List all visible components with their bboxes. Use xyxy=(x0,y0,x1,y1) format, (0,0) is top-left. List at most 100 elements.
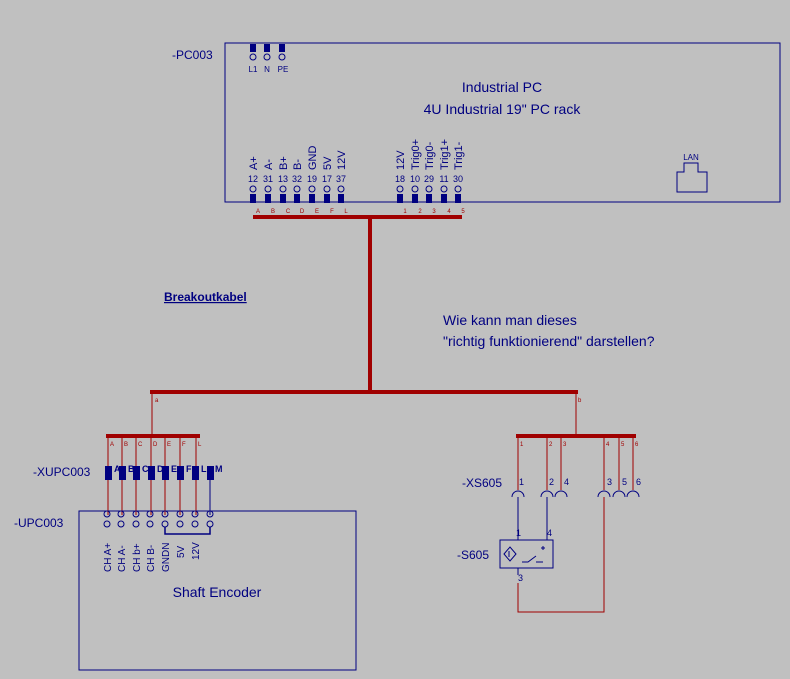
pin-b-plus: B+ 13 C xyxy=(278,156,291,215)
xupc-bus-letter: C xyxy=(138,442,143,448)
sensor-body xyxy=(499,539,554,569)
xs-pin-label: 5 xyxy=(622,477,627,487)
pc-trigger-pins: 12V 18 1 Trig0+ 10 2 Trig0- 29 3 xyxy=(395,139,465,215)
pc-frame xyxy=(224,42,781,203)
xupc-tag: -XUPC003 xyxy=(33,465,91,479)
pin-terminal xyxy=(308,185,316,193)
pin-number: 29 xyxy=(424,174,434,184)
pin-number: 32 xyxy=(292,174,302,184)
pin-letter: L xyxy=(344,209,348,215)
pin-a-plus: A+ 12 A xyxy=(248,156,260,215)
xupc-bus-letter: D xyxy=(153,442,158,448)
pin-terminal xyxy=(454,185,462,193)
xupc-pin-blocks xyxy=(105,466,214,480)
sensor-tag: -S605 xyxy=(457,548,489,562)
sensor-s605: -S605 1 4 3 xyxy=(457,497,605,613)
sensor-pin-4: 4 xyxy=(547,528,552,538)
pin-pe-label: PE xyxy=(278,65,289,74)
pin-n-label: N xyxy=(264,65,270,74)
pc-subtitle: 4U Industrial 19" PC rack xyxy=(424,101,582,117)
xs-bus-letter: 5 xyxy=(621,442,625,448)
xs-pin-label: 2 xyxy=(549,477,554,487)
encoder-pin-label: CH B- xyxy=(146,545,157,572)
pin-block xyxy=(412,194,418,203)
sensor-pin-3: 3 xyxy=(518,573,523,583)
pin-terminal xyxy=(323,185,331,193)
xs-bus-letter: 1 xyxy=(520,442,524,448)
encoder-pin-label: 12V xyxy=(191,542,202,560)
pin-name: Trig0+ xyxy=(410,139,422,170)
pin-name: A- xyxy=(263,159,275,170)
xs-bus-letter: 2 xyxy=(549,442,553,448)
pin-number: 19 xyxy=(307,174,317,184)
pin-letter: 3 xyxy=(432,209,436,215)
pin-terminal xyxy=(411,185,419,193)
xupc-pin-label: A xyxy=(114,464,121,474)
xs-bus-letter: 6 xyxy=(635,442,639,448)
branch-right-label: b xyxy=(578,398,582,404)
pin-block xyxy=(294,194,300,203)
pin-terminal xyxy=(249,185,257,193)
xupc-bus-letter: F xyxy=(182,442,186,448)
pin-name: Trig1+ xyxy=(439,139,451,170)
pin-number: 11 xyxy=(439,174,448,184)
branch-left-label: a xyxy=(155,398,159,404)
encoder-pin-labels: CH A+ CH A- CH b+ CH B- GNDN 5V 12V xyxy=(103,542,202,572)
cable-label[interactable]: Breakoutkabel xyxy=(164,290,247,304)
lan-label: LAN xyxy=(683,153,699,162)
xs-pin-label: 4 xyxy=(564,477,569,487)
question-line-2: "richtig funktionierend" darstellen? xyxy=(443,333,655,349)
xupc-bus-letter: B xyxy=(124,442,128,448)
pin-terminal xyxy=(293,185,301,193)
xupc-bus-letter: A xyxy=(110,442,114,448)
xs-wires xyxy=(517,436,634,490)
pin-letter: F xyxy=(330,209,334,215)
pin-trig0-minus: Trig0- 29 3 xyxy=(424,141,436,215)
pin-block xyxy=(338,194,344,203)
pin-terminal xyxy=(440,185,448,193)
xupc-pin-label: B xyxy=(128,464,135,474)
xs-pin-label: 3 xyxy=(607,477,612,487)
pin-block xyxy=(397,194,403,203)
sensor-return-wire xyxy=(517,497,605,613)
connector-xupc003: A B C D E F L -XUPC003 A B C D E F L M xyxy=(33,434,223,515)
pc-title: Industrial PC xyxy=(462,79,542,95)
pin-terminal xyxy=(425,185,433,193)
encoder-pin-label: CH b+ xyxy=(132,543,143,572)
xupc-bus-letter: L xyxy=(198,442,202,448)
encoder-tag: -UPC003 xyxy=(14,516,64,530)
question-line-1: Wie kann man dieses xyxy=(443,312,577,328)
xs-socket-arcs xyxy=(511,490,640,498)
pin-number: 17 xyxy=(322,174,332,184)
pin-name: A+ xyxy=(248,156,260,170)
xupc-pin-label: E xyxy=(171,464,177,474)
pin-block xyxy=(265,194,271,203)
pin-letter: D xyxy=(300,209,305,215)
pin-number: 37 xyxy=(336,174,346,184)
pc-tag: -PC003 xyxy=(172,48,213,62)
industrial-pc: -PC003 Industrial PC 4U Industrial 19" P… xyxy=(172,42,781,215)
connector-xs605: 1 2 3 4 5 6 -XS605 1 2 4 3 5 6 xyxy=(462,434,641,498)
pin-block xyxy=(426,194,432,203)
pin-trig1-plus: Trig1+ 11 4 xyxy=(439,139,451,215)
pin-l1-block xyxy=(250,44,256,52)
pin-letter: 5 xyxy=(461,209,465,215)
encoder-pin-label: CH A+ xyxy=(103,543,114,572)
pin-letter: A xyxy=(256,209,260,215)
pc-power-pins: L1 N PE xyxy=(249,44,289,74)
lan-port: LAN xyxy=(676,153,708,193)
lan-icon xyxy=(676,162,708,193)
pin-letter: C xyxy=(286,209,291,215)
xs-pin-label: 1 xyxy=(519,477,524,487)
pin-letter: 2 xyxy=(418,209,422,215)
xupc-pin-label: C xyxy=(142,464,149,474)
pin-name: 12V xyxy=(395,150,407,170)
xs-pin-labels: 1 2 4 3 5 6 xyxy=(519,477,641,487)
encoder-pin-label: 5V xyxy=(176,545,187,558)
xs-bus-letter: 4 xyxy=(606,442,610,448)
pin-pe-block xyxy=(279,44,285,52)
encoder-frame xyxy=(78,510,357,671)
xupc-pin-label: M xyxy=(215,464,223,474)
pin-name: B- xyxy=(292,159,304,170)
